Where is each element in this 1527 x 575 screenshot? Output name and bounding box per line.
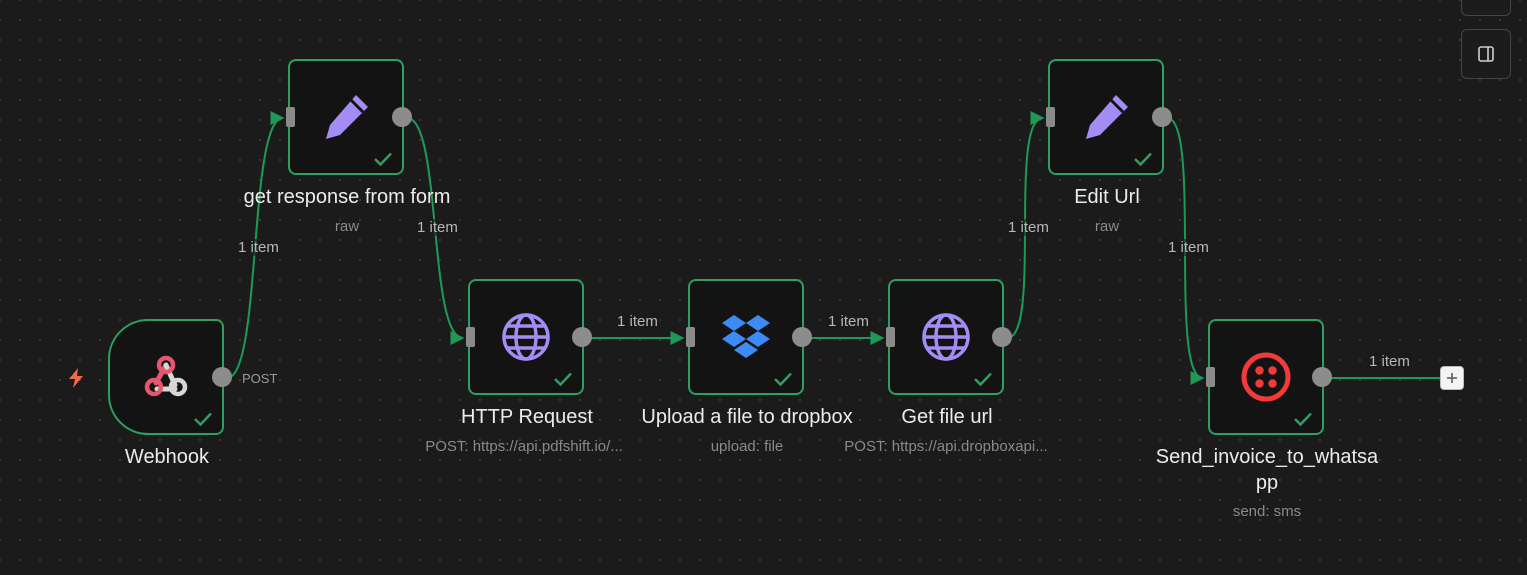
toggle-side-panel-button[interactable] bbox=[1461, 29, 1511, 79]
edge-label-send-to-end: 1 item bbox=[1367, 353, 1412, 370]
pencil-icon bbox=[1086, 95, 1128, 139]
get-file-url-node-title: Get file url bbox=[901, 406, 993, 428]
get-file-url-input-handle[interactable] bbox=[886, 327, 895, 347]
get-file-url-node-subtitle: POST: https://api.dropboxapi... bbox=[844, 438, 1048, 455]
get-response-node-subtitle: raw bbox=[334, 218, 360, 235]
globe-icon bbox=[502, 313, 550, 361]
dropbox-icon bbox=[722, 315, 770, 358]
http-request-node-title: HTTP Request bbox=[461, 406, 593, 428]
checkmark-icon bbox=[374, 152, 392, 167]
globe-icon bbox=[922, 313, 970, 361]
twilio-icon bbox=[1241, 352, 1291, 402]
lightning-bolt-icon bbox=[69, 368, 83, 388]
send-invoice-node-title-line2: pp bbox=[1255, 472, 1279, 494]
http-request-node-subtitle: POST: https://api.pdfshift.io/... bbox=[425, 438, 623, 455]
http-request-input-handle[interactable] bbox=[466, 327, 475, 347]
http-request-output-handle[interactable] bbox=[572, 327, 592, 347]
side-panel-icon bbox=[1478, 46, 1494, 62]
get-file-url-output-handle[interactable] bbox=[992, 327, 1012, 347]
edge-label-webhook-to-get-response: 1 item bbox=[236, 239, 281, 256]
edge-label-get-url-to-edit: 1 item bbox=[1006, 219, 1051, 236]
upload-dropbox-input-handle[interactable] bbox=[686, 327, 695, 347]
add-node-button[interactable] bbox=[1440, 366, 1464, 390]
canvas-control-button-top[interactable] bbox=[1461, 0, 1511, 16]
webhook-output-handle[interactable] bbox=[212, 367, 232, 387]
get-response-node-title: get response from form bbox=[243, 186, 451, 208]
get-response-node[interactable] bbox=[286, 59, 412, 175]
pencil-icon bbox=[326, 95, 368, 139]
http-request-node[interactable] bbox=[466, 279, 592, 395]
edge-label-get-response-to-http: 1 item bbox=[415, 219, 460, 236]
webhook-icon bbox=[144, 355, 188, 397]
checkmark-icon bbox=[554, 372, 572, 387]
send-invoice-node-title-line1: Send_invoice_to_whatsa bbox=[1155, 446, 1379, 468]
webhook-node[interactable] bbox=[108, 319, 232, 435]
send-invoice-node-subtitle: send: sms bbox=[1232, 503, 1302, 520]
upload-dropbox-node[interactable] bbox=[686, 279, 812, 395]
checkmark-icon bbox=[194, 412, 212, 427]
checkmark-icon bbox=[974, 372, 992, 387]
edge-label-edit-to-send: 1 item bbox=[1166, 239, 1211, 256]
get-response-output-handle[interactable] bbox=[392, 107, 412, 127]
get-response-input-handle[interactable] bbox=[286, 107, 295, 127]
edit-url-input-handle[interactable] bbox=[1046, 107, 1055, 127]
plus-icon bbox=[1447, 373, 1457, 383]
send-invoice-input-handle[interactable] bbox=[1206, 367, 1215, 387]
get-file-url-node[interactable] bbox=[886, 279, 1012, 395]
send-invoice-node[interactable] bbox=[1206, 319, 1332, 435]
edit-url-output-handle[interactable] bbox=[1152, 107, 1172, 127]
upload-dropbox-node-title: Upload a file to dropbox bbox=[641, 406, 853, 428]
edge-label-upload-to-get-url: 1 item bbox=[826, 313, 871, 330]
upload-dropbox-node-subtitle: upload: file bbox=[710, 438, 784, 455]
checkmark-icon bbox=[1134, 152, 1152, 167]
upload-dropbox-output-handle[interactable] bbox=[792, 327, 812, 347]
send-invoice-output-handle[interactable] bbox=[1312, 367, 1332, 387]
checkmark-icon bbox=[1294, 412, 1312, 427]
edge-label-http-to-upload: 1 item bbox=[615, 313, 660, 330]
edit-url-node-title: Edit Url bbox=[1074, 186, 1140, 208]
webhook-node-title: Webhook bbox=[124, 446, 210, 468]
edit-url-node-subtitle: raw bbox=[1094, 218, 1120, 235]
edit-url-node[interactable] bbox=[1046, 59, 1172, 175]
webhook-output-label: POST bbox=[242, 371, 278, 386]
checkmark-icon bbox=[774, 372, 792, 387]
